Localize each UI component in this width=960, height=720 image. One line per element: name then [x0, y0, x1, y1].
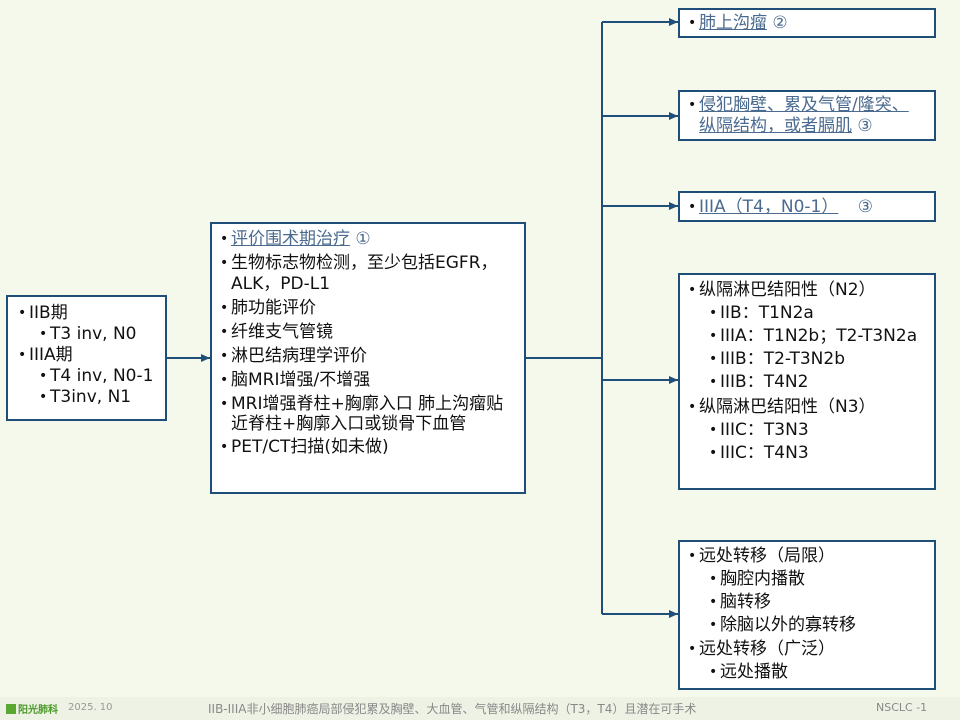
metastasis-group-label: 远处转移（局限）: [688, 546, 926, 567]
metastasis-sub-item: 胸腔内播散: [709, 569, 926, 590]
chest-wall-box: 侵犯胸壁、累及气管/隆突、 纵隔结构，或者膈肌 ③: [678, 90, 936, 141]
chest-wall-link-line2[interactable]: 纵隔结构，或者膈肌: [699, 116, 852, 136]
footnote-number: ③: [857, 197, 874, 217]
n-group-label: 纵隔淋巴结阳性（N2）: [688, 280, 926, 301]
evaluation-item: PET/CT扫描(如未做): [220, 437, 516, 458]
slide-code: NSCLC -1: [876, 701, 928, 714]
n-sub-item: IIIC：T4N3: [709, 443, 926, 464]
metastasis-sub-item: 除脑以外的寡转移: [709, 615, 926, 636]
stage-item: IIB期: [18, 303, 155, 324]
n2-n3-box: 纵隔淋巴结阳性（N2） IIB：T1N2a IIIA：T1N2b；T2-T3N2…: [678, 273, 936, 490]
stage-item: IIIA期: [18, 345, 155, 366]
metastasis-group-label: 远处转移（广泛）: [688, 639, 926, 660]
footnote-number: ①: [355, 229, 371, 249]
footer-date: 2025. 10: [68, 702, 113, 713]
n-sub-item: IIIA：T1N2b；T2-T3N2a: [709, 326, 926, 347]
stage-sub-item: T3inv, N1: [39, 387, 155, 408]
iiia-t4-box: IIIA（T4，N0-1） ③: [678, 191, 936, 222]
iiia-t4-item[interactable]: IIIA（T4，N0-1） ③: [688, 197, 926, 218]
stage-box: IIB期 T3 inv, N0 IIIA期 T4 inv, N0-1 T3inv…: [6, 295, 167, 421]
metastasis-box: 远处转移（局限） 胸腔内播散 脑转移 除脑以外的寡转移 远处转移（广泛） 远处播…: [678, 540, 936, 690]
n-group-label: 纵隔淋巴结阳性（N3）: [688, 397, 926, 418]
superior-sulcus-box: 肺上沟瘤 ②: [678, 8, 936, 38]
brand-logo: 阳光肺科: [6, 701, 58, 716]
perioperative-link[interactable]: 评价围术期治疗: [231, 229, 350, 249]
stage-sub-item: T3 inv, N0: [39, 324, 155, 345]
evaluation-item: MRI增强脊柱+胸廓入口 肺上沟瘤贴近脊柱+胸廓入口或锁骨下血管: [220, 394, 516, 434]
superior-sulcus-link[interactable]: 肺上沟瘤: [699, 13, 767, 33]
footer-title: IIB-IIIA非小细胞肺癌局部侵犯累及胸壁、大血管、气管和纵隔结构（T3，T4…: [208, 702, 697, 716]
n-sub-item: IIB：T1N2a: [709, 303, 926, 324]
iiia-t4-link[interactable]: IIIA（T4，N0-1）: [699, 197, 839, 217]
evaluation-item[interactable]: 评价围术期治疗 ①: [220, 229, 516, 250]
evaluation-box: 评价围术期治疗 ① 生物标志物检测，至少包括EGFR，ALK，PD-L1 肺功能…: [210, 222, 526, 494]
evaluation-item: 脑MRI增强/不增强: [220, 370, 516, 391]
metastasis-sub-item: 脑转移: [709, 592, 926, 613]
evaluation-item: 纤维支气管镜: [220, 322, 516, 343]
evaluation-item: 生物标志物检测，至少包括EGFR，ALK，PD-L1: [220, 253, 516, 295]
metastasis-sub-item: 远处播散: [709, 662, 926, 683]
n-sub-item: IIIC：T3N3: [709, 420, 926, 441]
logo-icon: [6, 704, 16, 714]
evaluation-item: 淋巴结病理学评价: [220, 346, 516, 367]
footer-bar: 阳光肺科 2025. 10 IIB-IIIA非小细胞肺癌局部侵犯累及胸壁、大血管…: [0, 697, 960, 720]
evaluation-item: 肺功能评价: [220, 298, 516, 319]
chest-wall-link-line1[interactable]: 侵犯胸壁、累及气管/隆突、: [699, 95, 909, 115]
n-sub-item: IIIB：T4N2: [709, 372, 926, 393]
footnote-number: ②: [772, 13, 788, 33]
footnote-number: ③: [857, 116, 873, 136]
n-sub-item: IIIB：T2-T3N2b: [709, 349, 926, 370]
stage-sub-item: T4 inv, N0-1: [39, 366, 155, 387]
chest-wall-item[interactable]: 侵犯胸壁、累及气管/隆突、 纵隔结构，或者膈肌 ③: [688, 95, 926, 137]
superior-sulcus-item[interactable]: 肺上沟瘤 ②: [688, 13, 926, 34]
